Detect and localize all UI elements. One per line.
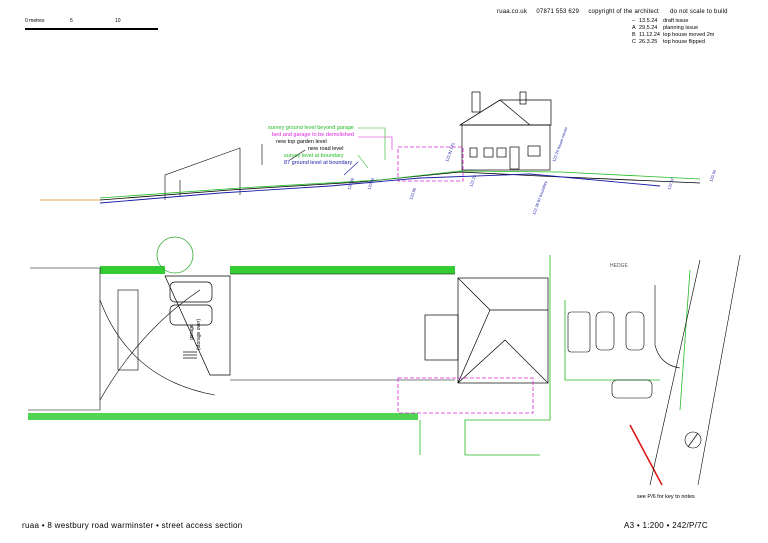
scale-bar: 0 metres 5 10: [25, 18, 160, 36]
legend-survey-boundary: survey level at boundary: [284, 153, 344, 159]
svg-text:123.03: 123.03: [708, 168, 717, 182]
scale-bar-label-5: 5: [70, 18, 73, 24]
garage-label: garage: [189, 324, 195, 340]
boundary-level-line: [99, 173, 661, 204]
svg-text:122.25: 122.25: [468, 173, 477, 187]
hedge-top-left: [100, 266, 165, 274]
hedge-bottom: [28, 413, 418, 420]
legend-new-road-level: new road level: [308, 146, 344, 152]
red-boundary: [629, 424, 663, 486]
legend-87-ground-boundary: 87 ground level at boundary: [284, 160, 353, 166]
svg-text:122.57: 122.57: [666, 176, 675, 190]
demolish-plan-outline: [397, 377, 534, 414]
scale-bar-line: [25, 28, 158, 30]
svg-text:122.36 87 boundary: 122.36 87 boundary: [531, 180, 548, 215]
house-roof-plan: [424, 277, 549, 384]
phone: 07871 553 629: [536, 9, 580, 15]
garage-plan: [164, 275, 231, 376]
legend-new-top-garden: new top garden level: [276, 139, 327, 145]
north-arrow-icon: [684, 431, 702, 449]
website: ruaa.co.uk: [497, 9, 528, 15]
copyright: copyright of the architect: [588, 9, 659, 15]
demolish-outline: [397, 146, 464, 182]
scale-bar-label-10: 10: [115, 18, 121, 24]
garage-elevation: [164, 147, 241, 200]
section-legend: survey ground level beyond garage bed an…: [268, 125, 363, 167]
title-block: ruaa • 8 westbury road warminster • stre…: [22, 521, 243, 530]
tree: [156, 236, 194, 274]
legend-bed-garage-demolished: bed and garage to be demolished: [272, 132, 354, 138]
notes-ref: see P/6 for key to notes: [637, 494, 695, 500]
sheet-info: A3 • 1:200 • 242/P/7C: [624, 521, 708, 530]
site-plan-drawing: [28, 236, 741, 486]
legend-leaders: [261, 127, 393, 176]
survey-level-line: [99, 170, 701, 199]
svg-text:122.20 house corner: 122.20 house corner: [551, 126, 568, 163]
svg-text:122.81 FFL: 122.81 FFL: [444, 141, 456, 163]
svg-text:120.60: 120.60: [366, 176, 375, 190]
house-elevation: [458, 91, 552, 171]
hedge-top-mid: [230, 266, 455, 274]
svg-text:120.95: 120.95: [408, 186, 417, 200]
street-section-drawing: 120.55 120.60 120.95 122.81 FFL 122.25 1…: [40, 91, 717, 216]
scale-note: do not scale to build: [670, 9, 728, 15]
scale-bar-label-0: 0 metres: [25, 18, 45, 24]
survey-lines: [419, 255, 691, 456]
road-edge: [649, 254, 741, 486]
garage-note: (storage over): [196, 318, 202, 350]
parking-area: [567, 285, 681, 399]
plot-lines: [28, 267, 455, 411]
header: ruaa.co.uk 07871 553 629 copyright of th…: [497, 9, 728, 15]
legend-survey-beyond-garage: survey ground level beyond garage: [268, 125, 354, 131]
hedge-label: HEDGE: [610, 263, 628, 269]
level-tags: 120.55 120.60 120.95 122.81 FFL 122.25 1…: [346, 126, 717, 216]
svg-text:120.55: 120.55: [346, 176, 355, 190]
